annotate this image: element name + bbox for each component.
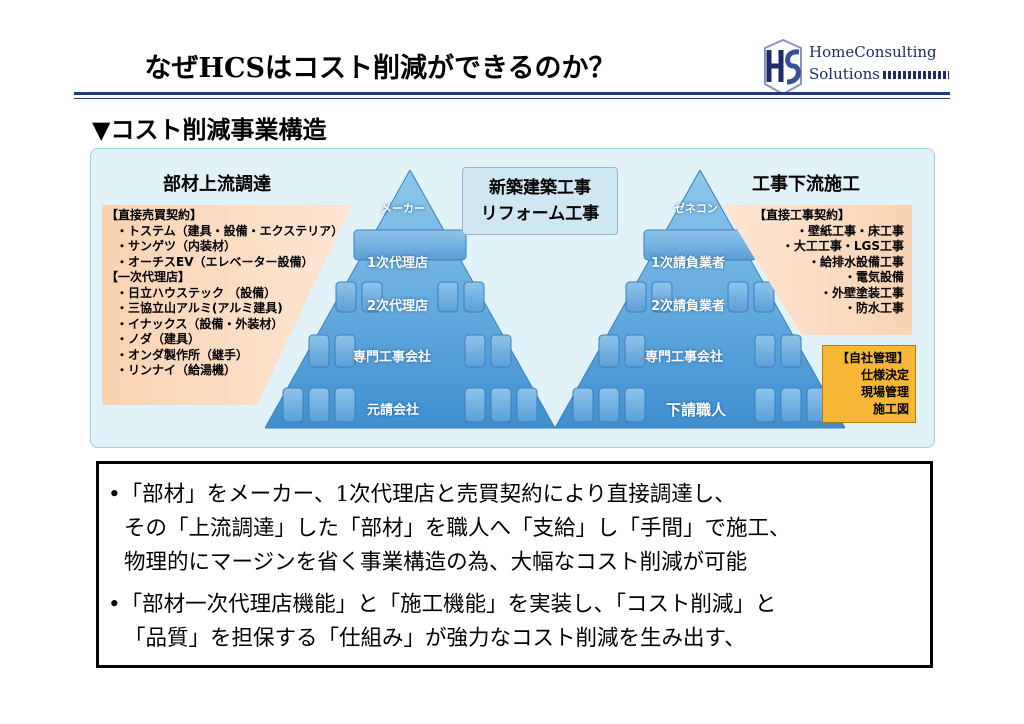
left-list-line: ・リンナイ（給湯機） — [116, 363, 237, 377]
left-list-line: ・サンゲツ（内装材） — [116, 239, 237, 253]
header-divider — [74, 92, 950, 95]
left-pyramid-tier-5: 元請会社 — [367, 403, 420, 418]
logo-text-line1: HomeConsulting — [809, 43, 937, 61]
header-divider-thin — [74, 98, 950, 99]
right-list-line: ・壁紙工事・床工事 — [795, 223, 904, 238]
right-pyramid-tier-5: 下請職人 — [666, 401, 727, 419]
right-pyramid-tier-1: ゼネコン — [674, 202, 718, 215]
left-list-line: ・日立ハウステック （設備） — [116, 285, 277, 300]
right-list-line: ・給排水設備工事 — [807, 254, 904, 269]
right-pyramid-tier-2: 1次請負業者 — [651, 256, 726, 271]
left-list-line: ・イナックス（設備・外装材） — [116, 316, 284, 331]
page-title: なぜHCSはコスト削減ができるのか？ — [144, 53, 616, 84]
right-pyramid-tier-3: 2次請負業者 — [651, 299, 726, 314]
summary-line: 「品質」を担保する「仕組み」が強力なコスト削減を生み出す、 — [124, 626, 746, 651]
left-title: 部材上流調達 — [163, 174, 271, 195]
summary-box — [96, 461, 933, 668]
left-list-line: ・オーチスEV（エレベーター設備） — [116, 254, 314, 269]
left-pyramid-tier-1: メーカー — [381, 202, 425, 215]
left-list-line: ・三協立山アルミ(アルミ建具) — [116, 301, 283, 315]
left-pyramid-tier-2: 1次代理店 — [367, 256, 429, 271]
hcs-logo-icon — [764, 38, 802, 96]
right-list-line: ・防水工事 — [843, 301, 904, 315]
own-list-line: 【自社管理】 — [836, 351, 909, 365]
left-list-line: ・トステム（建具・設備・エクステリア） — [116, 223, 344, 238]
company-logo: HomeConsulting Solutions — [757, 38, 957, 98]
right-pyramid — [555, 170, 845, 429]
right-list-line: ・電気設備 — [843, 270, 904, 284]
own-list-line: 仕様決定 — [860, 368, 909, 382]
left-pyramid-tier-3: 2次代理店 — [367, 299, 429, 314]
right-list-line: 【直接工事契約】 — [754, 208, 851, 222]
left-list-line: 【一次代理店】 — [106, 270, 191, 284]
summary-line: •「部材」をメーカー、1次代理店と売買契約により直接調達し、 — [108, 482, 736, 507]
summary-line: •「部材一次代理店機能」と「施工機能」を実装し、「コスト削減」と — [108, 592, 777, 617]
center-work-types: 新築建築工事 リフォーム工事 — [462, 167, 618, 235]
own-management-box: 【自社管理】 仕様決定 現場管理 施工図 — [822, 345, 916, 423]
left-list-line: 【直接売買契約】 — [106, 208, 203, 222]
section-heading: ▼コスト削減事業構造 — [92, 116, 327, 144]
own-list-line: 施工図 — [872, 402, 909, 416]
left-list-line: ・ノダ（建具） — [116, 332, 201, 346]
right-title: 工事下流施工 — [752, 174, 860, 195]
logo-text-line2: Solutions — [809, 65, 880, 83]
summary-line: 物理的にマージンを省く事業構造の為、大幅なコスト削減が可能 — [124, 550, 748, 575]
right-list-line: ・大工工事・LGS工事 — [781, 239, 904, 253]
own-list-line: 現場管理 — [860, 385, 909, 399]
center-line: 新築建築工事 — [489, 178, 591, 198]
right-pyramid-tier-4: 専門工事会社 — [645, 350, 724, 365]
logo-dotted-bar — [883, 71, 949, 79]
center-line: リフォーム工事 — [480, 204, 600, 224]
left-list-line: ・オンダ製作所（継手） — [116, 347, 249, 362]
right-list-line: ・外壁塗装工事 — [819, 285, 904, 300]
left-pyramid — [265, 170, 555, 429]
summary-line: その「上流調達」した「部材」を職人へ「支給」し「手間」で施工、 — [124, 516, 791, 541]
left-pyramid-tier-4: 専門工事会社 — [353, 350, 432, 365]
